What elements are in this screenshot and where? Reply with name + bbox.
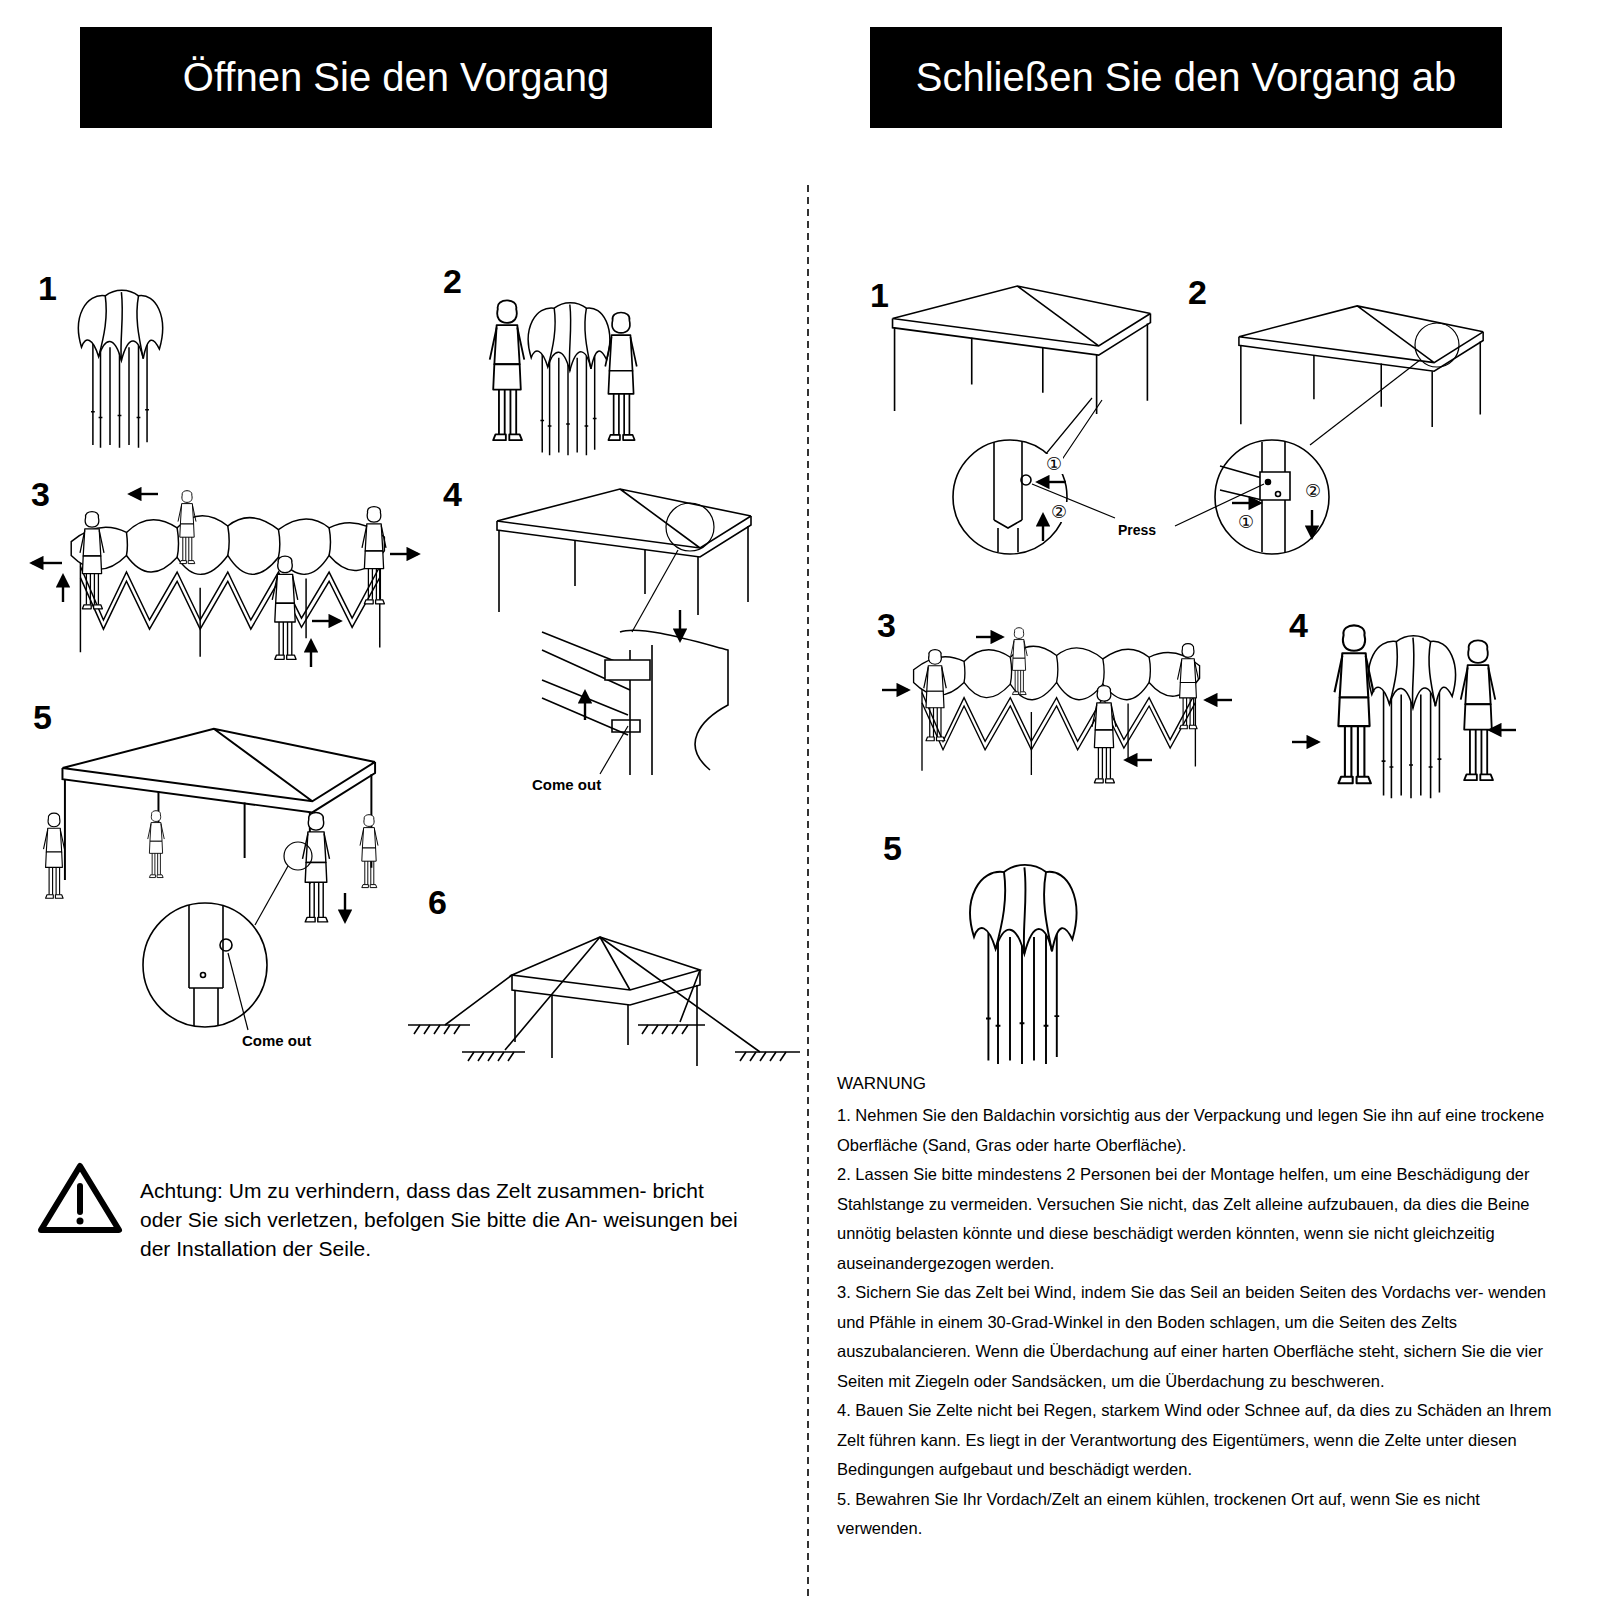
callout-text: Come out xyxy=(531,777,602,794)
step-number: 3 xyxy=(30,476,51,513)
warning-item: 3. Sichern Sie das Zelt bei Wind, indem … xyxy=(837,1278,1555,1396)
warning-item: 4. Bauen Sie Zelte nicht bei Regen, star… xyxy=(837,1396,1555,1485)
warning-heading: WARNUNG xyxy=(837,1075,926,1094)
step-number: 3 xyxy=(876,607,897,644)
warning-item: 1. Nehmen Sie den Baldachin vorsichtig a… xyxy=(837,1101,1555,1160)
warning-item: 5. Bewahren Sie Ihr Vordach/Zelt an eine… xyxy=(837,1485,1555,1544)
band-title: Öffnen Sie den Vorgang xyxy=(183,55,609,100)
title-band: Schließen Sie den Vorgang ab xyxy=(870,27,1502,128)
title-band: Öffnen Sie den Vorgang xyxy=(80,27,712,128)
step-number: 4 xyxy=(442,476,463,513)
warning-item: 2. Lassen Sie bitte mindestens 2 Persone… xyxy=(837,1160,1555,1278)
step-number: 4 xyxy=(1288,607,1309,644)
step-number: 1 xyxy=(37,270,58,307)
callout-number: ① xyxy=(1045,454,1063,474)
step-number: 2 xyxy=(442,263,463,300)
callout-text: Come out xyxy=(241,1033,312,1050)
caution-note: Achtung: Um zu verhindern, dass das Zelt… xyxy=(140,1176,740,1263)
step-number: 1 xyxy=(869,277,890,314)
callout-text: Press xyxy=(1117,523,1157,538)
callout-number: ② xyxy=(1050,502,1068,522)
step-number: 5 xyxy=(882,830,903,867)
callout-number: ① xyxy=(1237,512,1255,532)
callout-number: ② xyxy=(1304,481,1322,501)
step-number: 6 xyxy=(427,884,448,921)
band-title: Schließen Sie den Vorgang ab xyxy=(916,55,1456,100)
step-number: 2 xyxy=(1187,274,1208,311)
step-number: 5 xyxy=(32,699,53,736)
warning-list: 1. Nehmen Sie den Baldachin vorsichtig a… xyxy=(837,1101,1555,1544)
